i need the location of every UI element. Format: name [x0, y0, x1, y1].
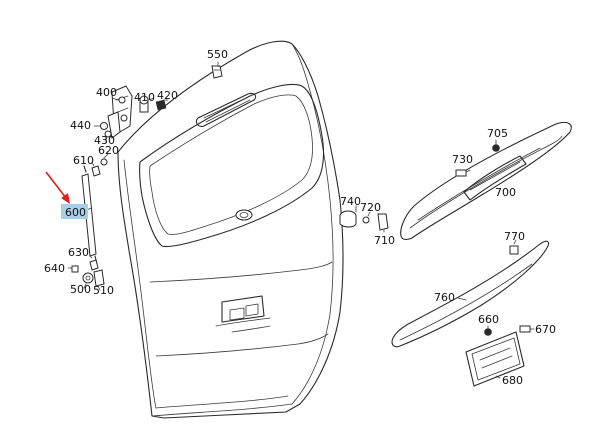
label-610[interactable]: 610	[73, 154, 94, 167]
part-labels: 550 400 410 420 440 430 620 610 600 630 …	[44, 48, 556, 387]
label-720[interactable]: 720	[360, 201, 381, 214]
fasteners-left	[71, 65, 223, 287]
part-600-highlight	[61, 204, 88, 219]
label-420[interactable]: 420	[157, 89, 178, 102]
fasteners-middle	[339, 210, 389, 231]
label-660[interactable]: 660	[478, 313, 499, 326]
red-arrow-indicator	[45, 171, 70, 204]
label-600[interactable]: 600	[65, 206, 86, 219]
label-760[interactable]: 760	[434, 291, 455, 304]
label-550[interactable]: 550	[207, 48, 228, 61]
label-630[interactable]: 630	[68, 246, 89, 259]
label-700[interactable]: 700	[495, 186, 516, 199]
label-680[interactable]: 680	[502, 374, 523, 387]
label-510[interactable]: 510	[93, 284, 114, 297]
label-430[interactable]: 430	[94, 134, 115, 147]
label-740[interactable]: 740	[340, 195, 361, 208]
label-670[interactable]: 670	[535, 323, 556, 336]
label-500[interactable]: 500	[70, 283, 91, 296]
label-730[interactable]: 730	[452, 153, 473, 166]
plate-bracket-680	[465, 325, 531, 387]
tailgate-panel	[117, 40, 344, 419]
leader-lines	[67, 61, 535, 379]
label-705[interactable]: 705	[487, 127, 508, 140]
trim-strip-760	[391, 240, 550, 348]
trim-strip-700	[400, 121, 572, 241]
label-710[interactable]: 710	[374, 234, 395, 247]
label-770[interactable]: 770	[504, 230, 525, 243]
hinge-assembly	[107, 85, 133, 139]
label-620[interactable]: 620	[98, 144, 119, 157]
label-410[interactable]: 410	[134, 91, 155, 104]
label-640[interactable]: 640	[44, 262, 65, 275]
label-440[interactable]: 440	[70, 119, 91, 132]
label-400[interactable]: 400	[96, 86, 117, 99]
